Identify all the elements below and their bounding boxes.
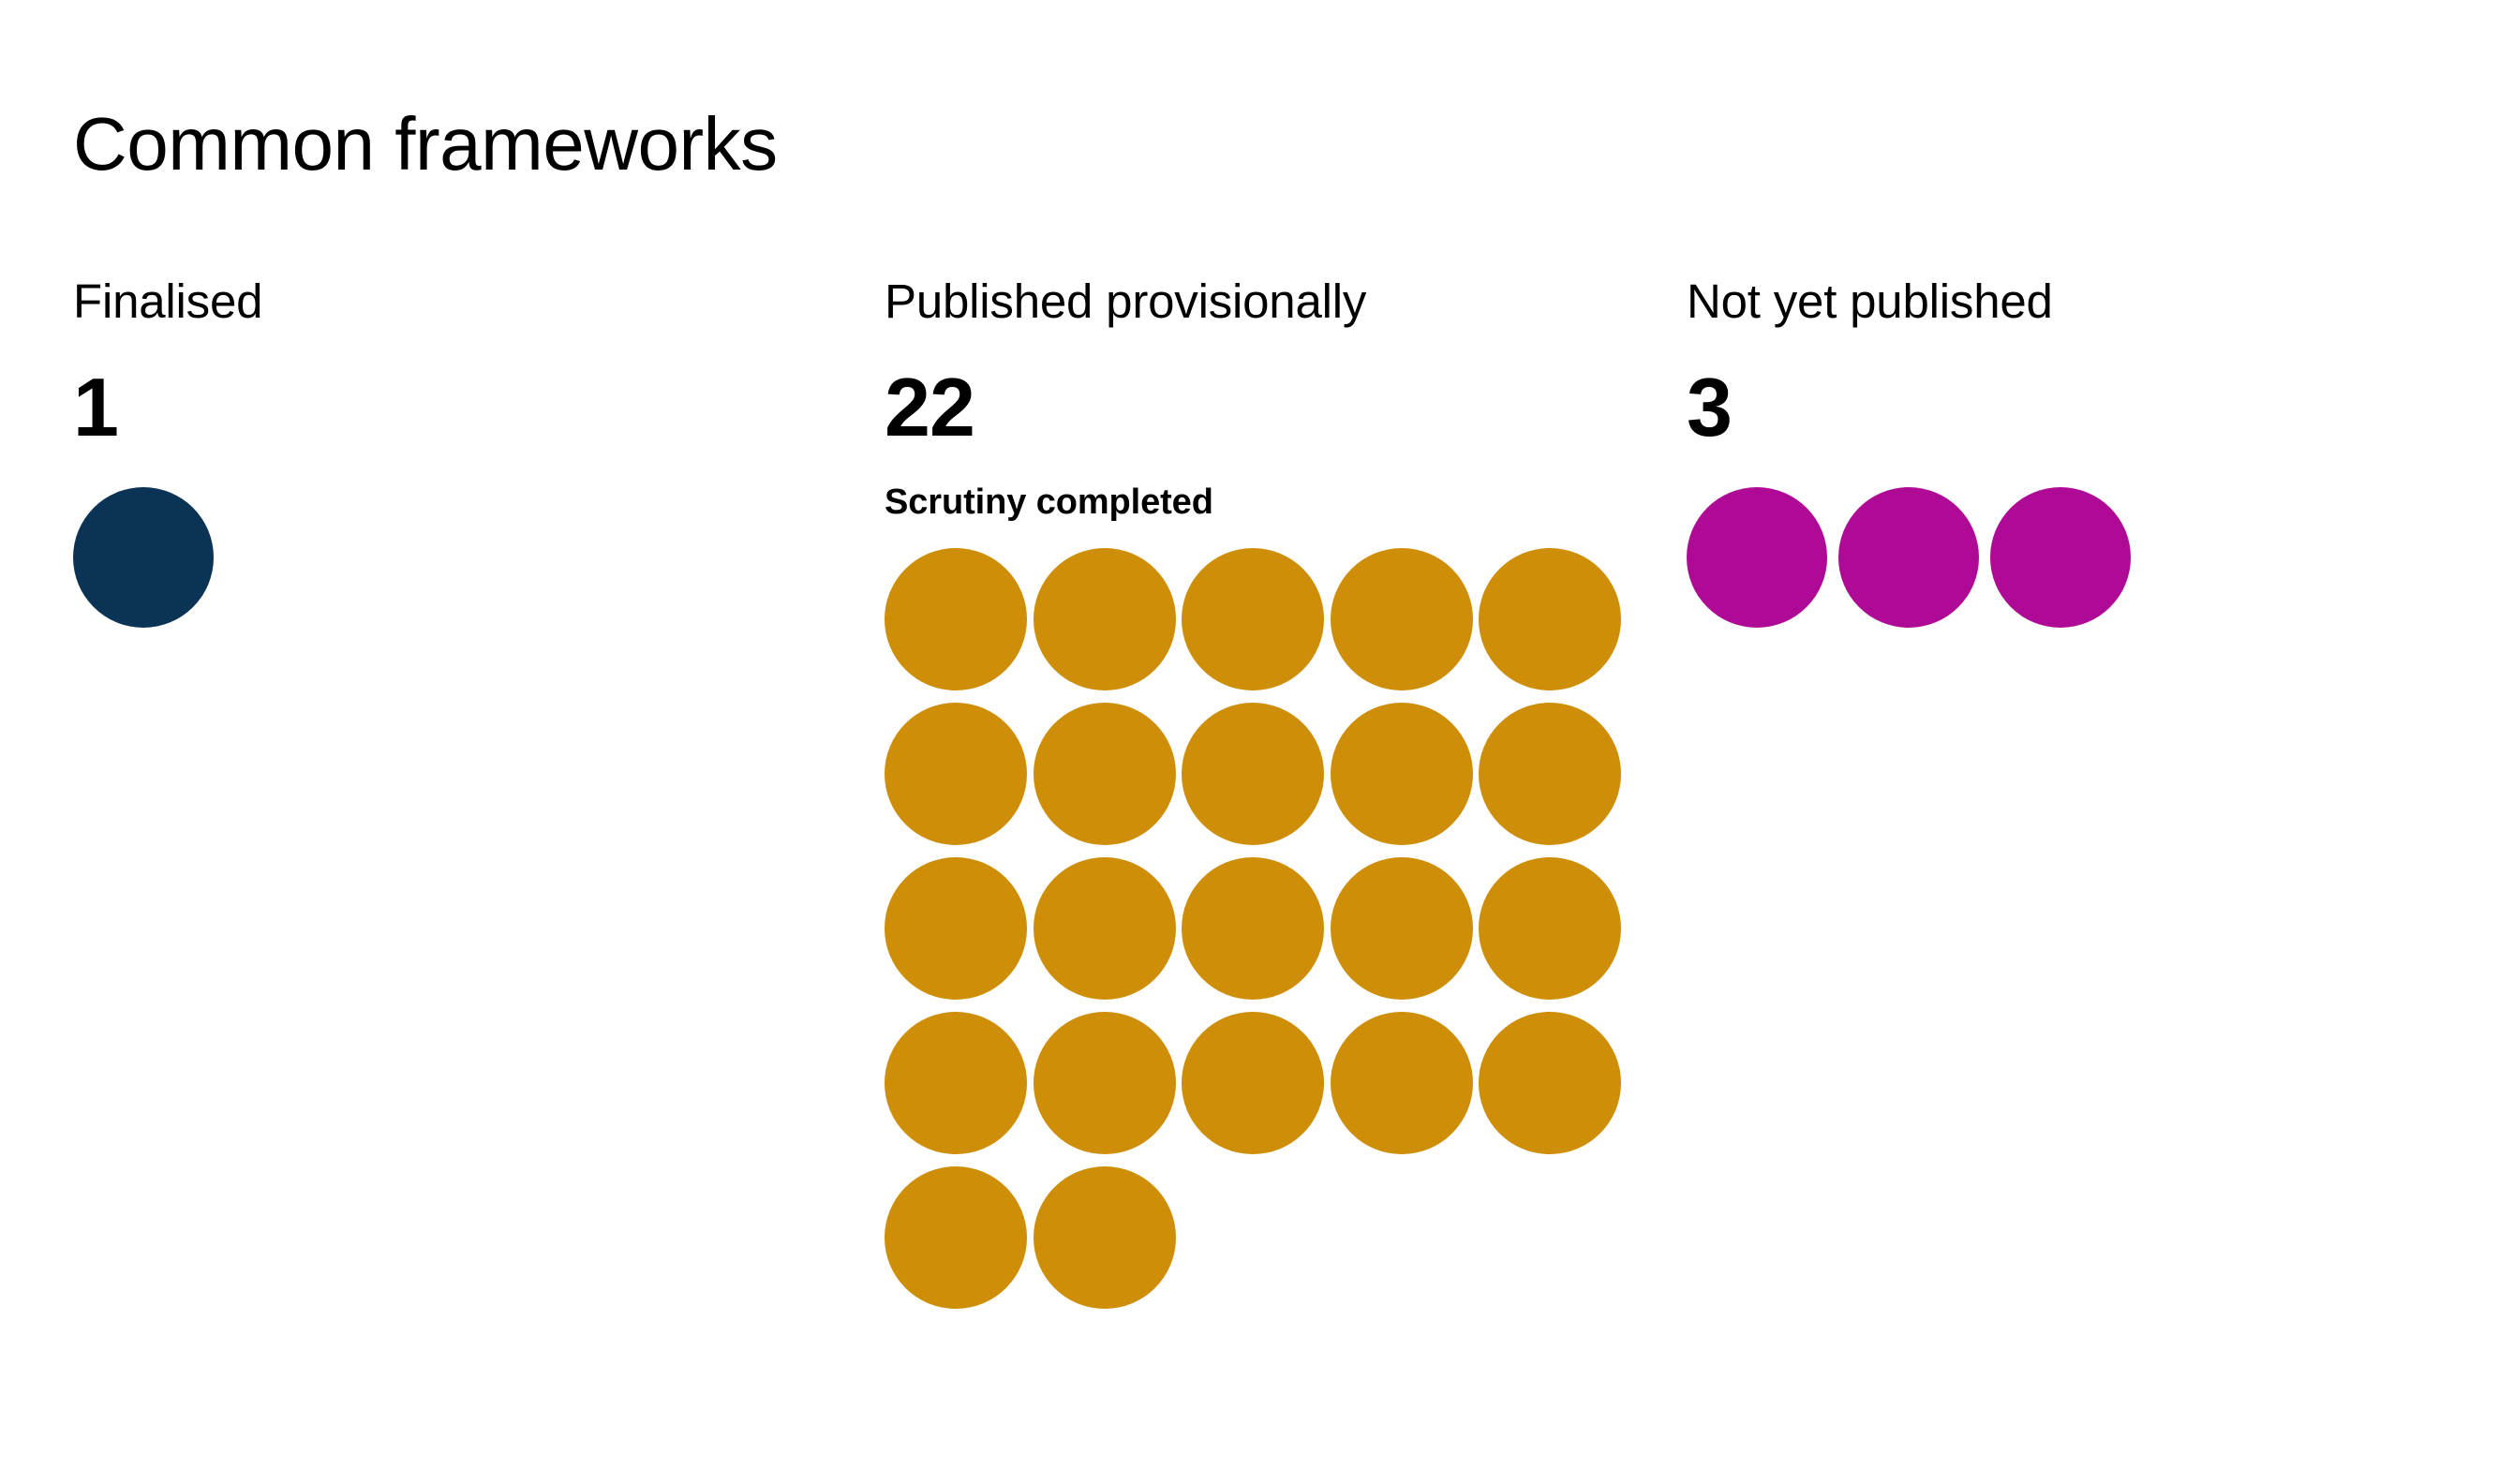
stat-label-not-yet-published: Not yet published (1687, 275, 2053, 328)
pictogram-dot (885, 548, 1027, 690)
pictogram-dot (1330, 857, 1473, 1000)
dot-grid-not-yet-published (1687, 487, 2399, 641)
stat-column-finalised: Finalised 1 (73, 277, 804, 641)
pictogram-dot (1479, 548, 1621, 690)
stat-label-finalised: Finalised (73, 275, 263, 328)
page-title: Common frameworks (73, 102, 778, 186)
pictogram-dot (1330, 1012, 1473, 1154)
pictogram-dot (1182, 548, 1324, 690)
pictogram-dot (1182, 857, 1324, 1000)
pictogram-dot (1033, 1012, 1176, 1154)
pictogram-dot (1330, 548, 1473, 690)
pictogram-dot (1033, 1166, 1176, 1309)
pictogram-dot (73, 487, 214, 628)
pictogram-dot (885, 1166, 1027, 1309)
stat-label-published-provisionally: Published provisionally (885, 275, 1367, 328)
pictogram-dot (1033, 703, 1176, 845)
stat-column-not-yet-published: Not yet published 3 (1687, 277, 2417, 641)
pictogram-dot (885, 857, 1027, 1000)
stat-sublabel-scrutiny-completed: Scrutiny completed (885, 482, 1213, 522)
stat-column-published-provisionally: Published provisionally 22 Scrutiny comp… (885, 277, 1653, 1321)
pictogram-dot (1033, 857, 1176, 1000)
pictogram-dot (885, 703, 1027, 845)
pictogram-dot (1990, 487, 2131, 628)
pictogram-dot (1479, 703, 1621, 845)
stat-value-published-provisionally: 22 (885, 361, 975, 453)
pictogram-dot (885, 1012, 1027, 1154)
pictogram-dot (1838, 487, 1979, 628)
pictogram-dot (1687, 487, 1827, 628)
pictogram-dot (1479, 1012, 1621, 1154)
pictogram-dot (1330, 703, 1473, 845)
stat-value-not-yet-published: 3 (1687, 361, 1733, 453)
pictogram-dot (1182, 703, 1324, 845)
dot-grid-finalised (73, 487, 823, 641)
stat-value-finalised: 1 (73, 361, 119, 453)
pictogram-dot (1033, 548, 1176, 690)
dot-grid-published-provisionally (885, 548, 1634, 1321)
pictogram-dot (1182, 1012, 1324, 1154)
pictogram-dot (1479, 857, 1621, 1000)
